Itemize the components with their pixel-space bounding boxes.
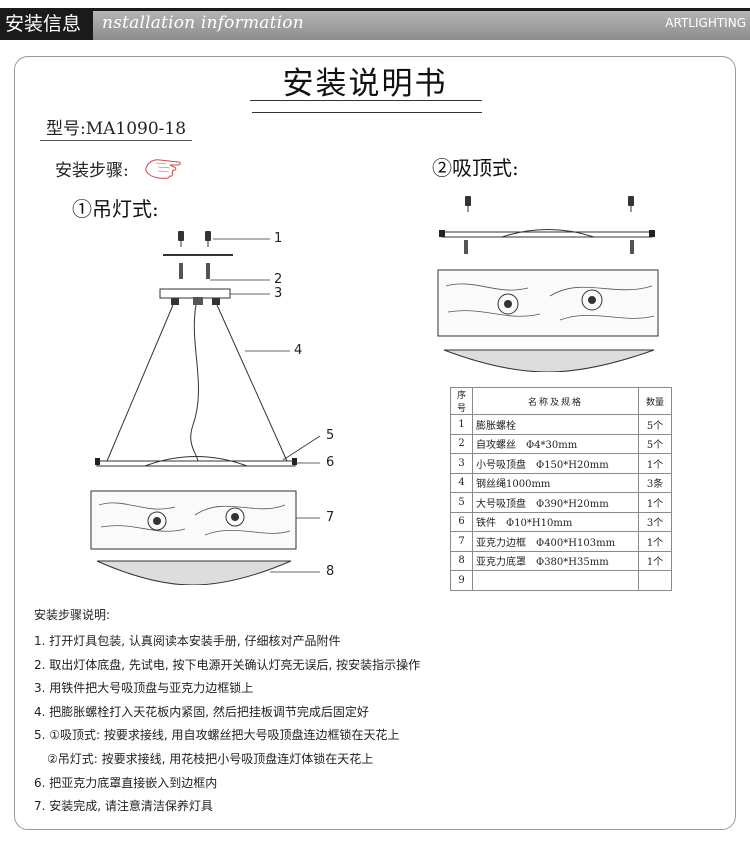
instructions-list: 1. 打开灯具包装, 认真阅读本安装手册, 仔细核对产品附件 2. 取出灯体底盘… bbox=[34, 632, 420, 821]
cell-no: 8 bbox=[450, 550, 473, 571]
cell-qty bbox=[638, 570, 672, 591]
list-item: 7. 安装完成, 请注意清洁保养灯具 bbox=[34, 799, 213, 814]
cell-name: 膨胀螺栓 bbox=[472, 414, 639, 435]
steps-label: 安装步骤: bbox=[55, 161, 129, 181]
cell-qty: 5个 bbox=[638, 414, 672, 435]
cell-name: 铁件 Φ10*H10mm bbox=[472, 511, 639, 532]
pointing-hand-icon bbox=[145, 159, 181, 179]
cell-name: 小号吸顶盘 Φ150*H20mm bbox=[472, 453, 639, 474]
cell-qty: 1个 bbox=[638, 453, 672, 474]
cell-no: 4 bbox=[450, 472, 473, 493]
cell-qty: 3条 bbox=[638, 472, 672, 493]
cell-qty: 3个 bbox=[638, 511, 672, 532]
cell-no: 5 bbox=[450, 492, 473, 513]
table-header-row: 序号 名称及规格 数量 bbox=[450, 387, 672, 415]
header-bar: 安装信息 nstallation information ARTLIGHTING bbox=[0, 8, 750, 40]
cell-no: 1 bbox=[450, 414, 473, 435]
cell-no: 9 bbox=[450, 570, 473, 591]
table-row: 9 bbox=[450, 570, 672, 591]
model-number: 型号:MA1090-18 bbox=[46, 119, 187, 139]
callout-lines bbox=[210, 238, 321, 573]
cell-name bbox=[472, 570, 639, 591]
cell-qty: 1个 bbox=[638, 531, 672, 552]
cell-qty: 1个 bbox=[638, 550, 672, 571]
instructions-title: 安装步骤说明: bbox=[34, 608, 111, 622]
list-item: 1. 打开灯具包装, 认真阅读本安装手册, 仔细核对产品附件 bbox=[34, 634, 341, 648]
cell-no: 3 bbox=[450, 453, 473, 474]
callout-2: 2 bbox=[274, 272, 283, 287]
cell-no: 7 bbox=[450, 531, 473, 552]
pendant-diagram bbox=[90, 231, 297, 585]
list-item: ②吊灯式: 按要求接线, 用花枝把小号吸顶盘连灯体锁在天花上 bbox=[47, 751, 374, 766]
expansion-bolt-icon bbox=[178, 231, 211, 247]
header-brand: ARTLIGHTING bbox=[665, 16, 746, 30]
cell-no: 6 bbox=[450, 511, 473, 532]
cell-name: 亚克力边框 Φ400*H103mm bbox=[472, 531, 639, 552]
ceiling-type-label: ②吸顶式: bbox=[432, 156, 519, 180]
callout-7: 7 bbox=[326, 510, 335, 525]
cell-qty: 1个 bbox=[638, 492, 672, 513]
cell-name: 大号吸顶盘 Φ390*H20mm bbox=[472, 492, 639, 513]
callout-4: 4 bbox=[294, 343, 303, 358]
cell-name: 自攻螺丝 Φ4*30mm bbox=[472, 433, 639, 454]
pendant-type-label: ①吊灯式: bbox=[72, 197, 159, 221]
callout-1: 1 bbox=[274, 231, 283, 246]
header-gray-band bbox=[93, 11, 750, 40]
callout-5: 5 bbox=[326, 428, 335, 443]
list-item: 4. 把膨胀螺栓打入天花板内紧固, 然后把挂板调节完成后固定好 bbox=[34, 704, 369, 719]
header-subtitle-en: nstallation information bbox=[102, 13, 304, 33]
header-title-cn: 安装信息 bbox=[0, 8, 93, 40]
cell-name: 亚克力底罩 Φ380*H35mm bbox=[472, 550, 639, 571]
col-header-no: 序号 bbox=[450, 387, 473, 415]
col-header-name: 名称及规格 bbox=[472, 387, 639, 415]
page-title: 安装说明书 bbox=[282, 66, 448, 102]
list-item: 6. 把亚克力底罩直接嵌入到边框内 bbox=[34, 775, 218, 790]
ceiling-mount-diagram bbox=[437, 196, 659, 372]
title-underline bbox=[250, 100, 482, 101]
cell-no: 2 bbox=[450, 433, 473, 454]
callout-8: 8 bbox=[326, 564, 335, 579]
cell-qty: 5个 bbox=[638, 433, 672, 454]
col-header-qty: 数量 bbox=[638, 387, 672, 415]
list-item: 3. 用铁件把大号吸顶盘与亚克力边框锁上 bbox=[34, 681, 254, 696]
list-item: 2. 取出灯体底盘, 先试电, 按下电源开关确认灯亮无误后, 按安装指示操作 bbox=[34, 657, 421, 672]
cell-name: 钢丝绳1000mm bbox=[472, 472, 639, 493]
document-frame bbox=[14, 56, 736, 830]
model-underline bbox=[40, 140, 192, 141]
callout-3: 3 bbox=[274, 286, 283, 301]
callout-6: 6 bbox=[326, 455, 335, 470]
title-underline-2 bbox=[252, 112, 482, 113]
list-item: 5. ①吸顶式: 按要求接线, 用自攻螺丝把大号吸顶盘连边框锁在天花上 bbox=[34, 728, 400, 743]
